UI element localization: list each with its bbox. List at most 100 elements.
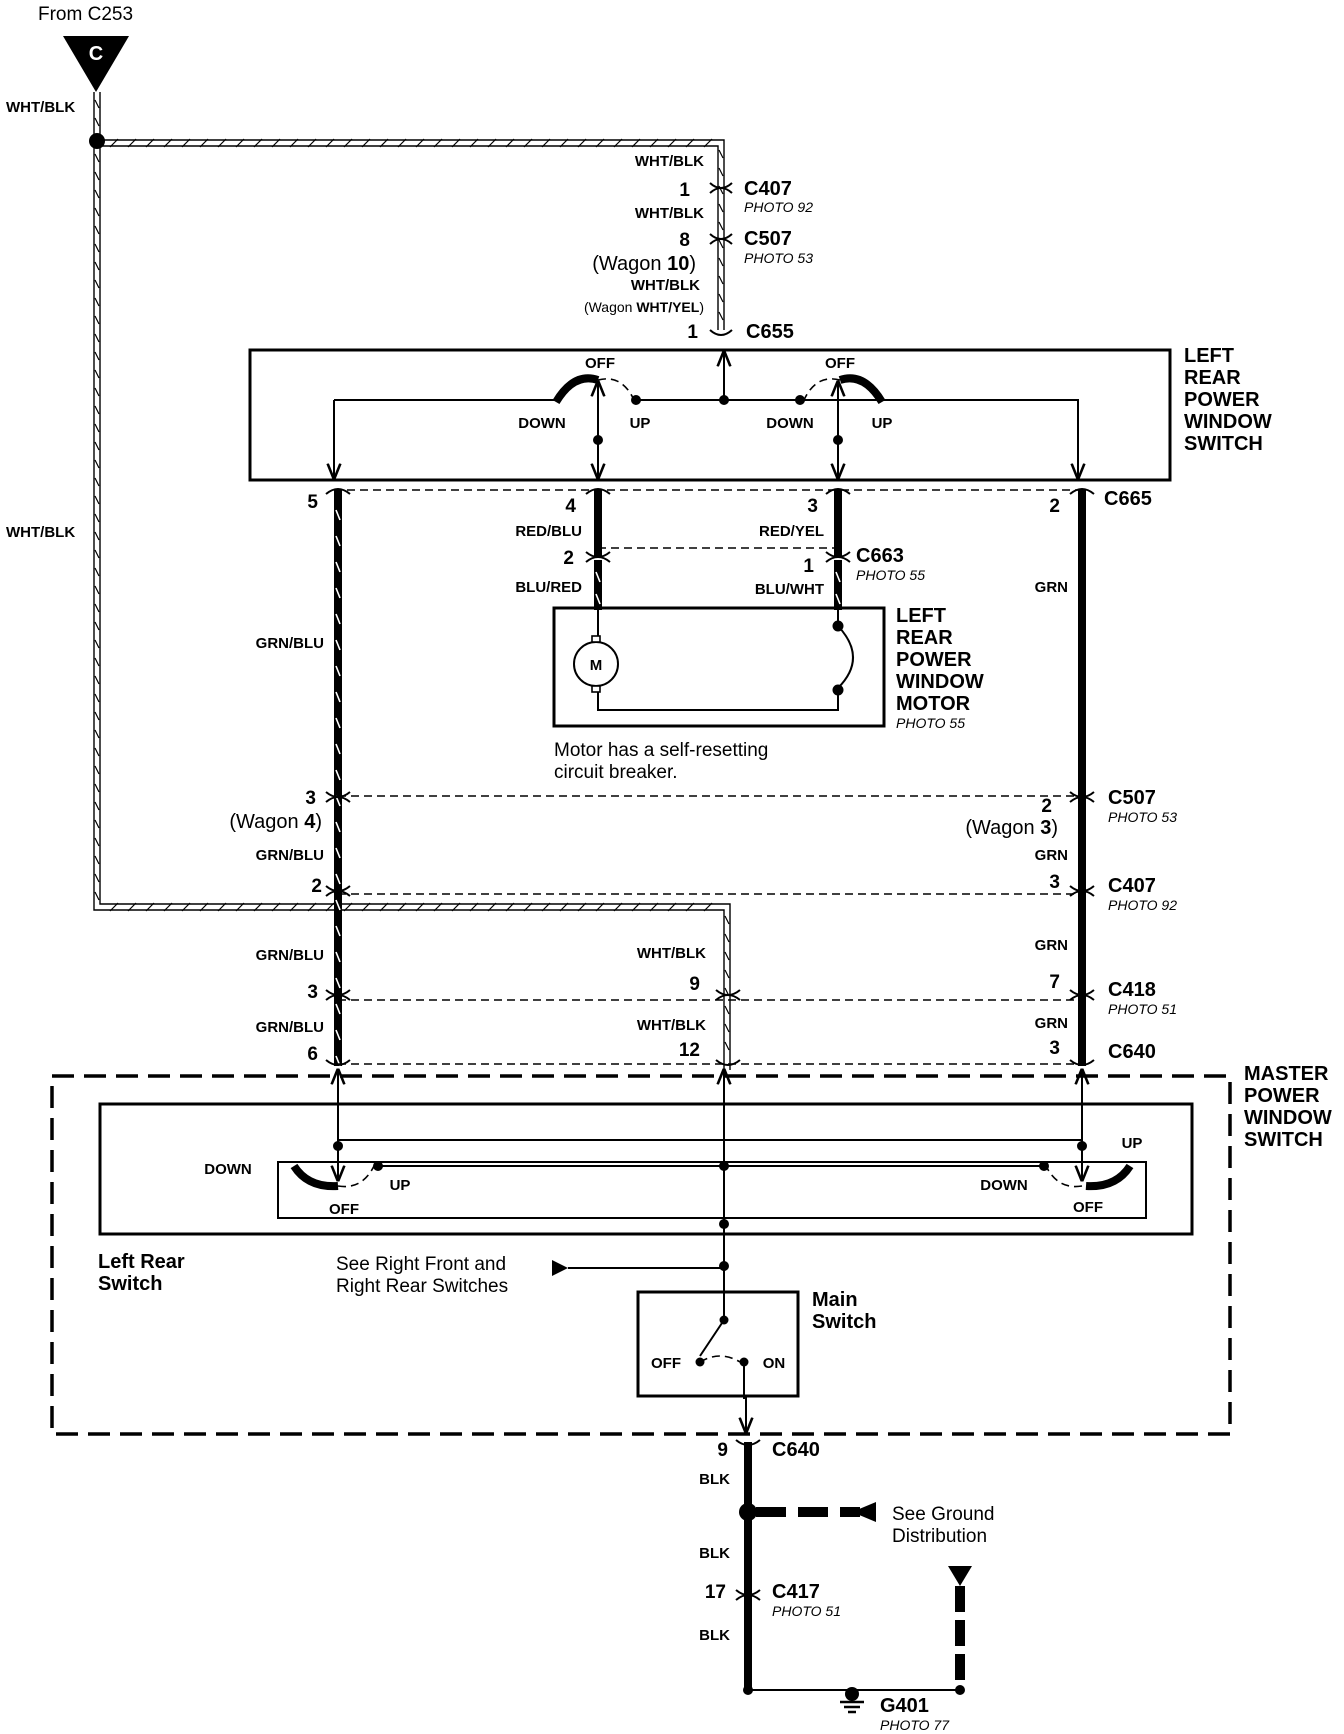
wire-blu-marks: [595, 571, 841, 605]
c417-name: C417: [772, 1581, 820, 1603]
left-rear-switch-box: [248, 348, 1172, 482]
c640-pin-3: 3: [1049, 1038, 1060, 1059]
c665-name: C665: [1104, 488, 1152, 510]
see-ground-1: See Ground: [892, 1504, 994, 1525]
motor-note-2: circuit breaker.: [554, 762, 678, 783]
master-off-right: OFF: [1073, 1199, 1103, 1216]
wire-label-blk-3: BLK: [699, 1627, 730, 1644]
c507-wagon-top: (Wagon 10): [592, 253, 696, 275]
c418-pin-7: 7: [1049, 972, 1060, 993]
wire-label-grn-blu-1: GRN/BLU: [256, 635, 324, 652]
c663-name: C663: [856, 545, 904, 567]
main-switch-pivot: [719, 1315, 729, 1325]
lr-switch-up-right: UP: [872, 415, 893, 432]
see-right-switches-arrow-icon: [552, 1260, 568, 1276]
svg-text:SWITCH: SWITCH: [1184, 433, 1263, 455]
svg-text:POWER: POWER: [896, 649, 972, 671]
c507-wagon-right: (Wagon 3): [965, 817, 1058, 839]
wire-label-wht-blk-top3: WHT/BLK: [631, 277, 700, 294]
connector-marks-vertical: [325, 488, 1095, 1066]
source-label: From C253: [38, 4, 133, 25]
svg-text:MOTOR: MOTOR: [896, 693, 971, 715]
c640-name-bottom: C640: [772, 1439, 820, 1461]
c418-photo: PHOTO 51: [1108, 1001, 1177, 1017]
wire-label-grn-2: GRN: [1035, 847, 1068, 864]
master-switch-contacts: [290, 1141, 1134, 1271]
wire-wht-blk-source: [93, 92, 731, 1070]
left-rear-switch-title: LEFT REAR POWER WINDOW SWITCH: [1184, 345, 1272, 455]
main-switch-off-contact: [695, 1357, 705, 1367]
c417-pin: 17: [705, 1582, 726, 1603]
master-up-right: UP: [1122, 1135, 1143, 1152]
wire-label-blu-red: BLU/RED: [515, 579, 582, 596]
lr-switch-up-left: UP: [630, 415, 651, 432]
wire-label-wht-blk-source: WHT/BLK: [6, 99, 75, 116]
lr-switch-down-right: DOWN: [766, 415, 814, 432]
left-rear-switch-internal: [334, 352, 1078, 478]
c507-photo-top: PHOTO 53: [744, 250, 813, 266]
g401-photo: PHOTO 77: [880, 1717, 950, 1733]
motor-symbol: M: [590, 657, 603, 674]
wire-label-blk-1: BLK: [699, 1471, 730, 1488]
ground-distribution-arrow-icon: [852, 1502, 876, 1522]
c663-pin-2: 2: [563, 548, 574, 569]
wire-label-grn-4: GRN: [1035, 1015, 1068, 1032]
c407-name-top: C407: [744, 178, 792, 200]
c507-pin-right: 2: [1041, 796, 1052, 817]
wire-label-grn-blu-2: GRN/BLU: [256, 847, 324, 864]
c663-photo: PHOTO 55: [856, 567, 925, 583]
c665-pin-3: 3: [807, 496, 818, 517]
ground-g401-node: [845, 1687, 859, 1701]
main-switch-internal: [699, 1290, 746, 1432]
main-switch-box: [636, 1290, 800, 1398]
master-switch-title: MASTER POWER WINDOW SWITCH: [1244, 1063, 1332, 1151]
connector-mark-c507-top: [709, 233, 733, 245]
svg-text:LEFT: LEFT: [1184, 345, 1234, 367]
source-letter: C: [89, 43, 103, 65]
wire-label-red-blu: RED/BLU: [515, 523, 582, 540]
wire-label-wht-blk-left: WHT/BLK: [6, 524, 75, 541]
c663-pin-1: 1: [803, 556, 814, 577]
c418-name: C418: [1108, 979, 1156, 1001]
c640-pin-6: 6: [307, 1044, 318, 1065]
wire-label-grn-blu-4: GRN/BLU: [256, 1019, 324, 1036]
c407-name-lower: C407: [1108, 875, 1156, 897]
wire-grn-blu-marks: [335, 509, 341, 1067]
c507-photo-lower: PHOTO 53: [1108, 809, 1177, 825]
c640-name-top: C640: [1108, 1041, 1156, 1063]
ground-bus-node-left: [743, 1685, 753, 1695]
motor-note-1: Motor has a self-resetting: [554, 740, 768, 761]
c665-pin-2: 2: [1049, 496, 1060, 517]
main-switch-on-contact: [739, 1357, 749, 1367]
c407-photo-lower: PHOTO 92: [1108, 897, 1177, 913]
svg-text:POWER: POWER: [1184, 389, 1260, 411]
c418-pin-9: 9: [689, 974, 700, 995]
c407-photo-top: PHOTO 92: [744, 199, 813, 215]
wire-label-grn-blu-3: GRN/BLU: [256, 947, 324, 964]
main-switch-on: ON: [763, 1355, 786, 1372]
ground-branch-triangle: [948, 1566, 972, 1586]
wire-label-blk-2: BLK: [699, 1545, 730, 1562]
c418-pin-3: 3: [307, 982, 318, 1003]
wire-label-wht-blk-top1: WHT/BLK: [635, 153, 704, 170]
c417-photo: PHOTO 51: [772, 1603, 841, 1619]
left-rear-switch-label-1: Left Rear: [98, 1251, 185, 1273]
main-switch-title-2: Switch: [812, 1311, 876, 1333]
lr-switch-down-left: DOWN: [518, 415, 566, 432]
c640-pin-12: 12: [679, 1040, 700, 1061]
wire-label-wht-blk-lower1: WHT/BLK: [637, 945, 706, 962]
c507-pin-top: 8: [679, 230, 690, 251]
main-switch-title-1: Main: [812, 1289, 858, 1311]
see-right-switches-1: See Right Front and: [336, 1254, 506, 1275]
c507-name-lower: C507: [1108, 787, 1156, 809]
svg-text:WINDOW: WINDOW: [1244, 1107, 1332, 1129]
c407-pin-grn: 3: [1049, 872, 1060, 893]
wire-label-wht-blk-lower2: WHT/BLK: [637, 1017, 706, 1034]
master-off-left: OFF: [329, 1201, 359, 1218]
c655-pin: 1: [687, 322, 698, 343]
left-rear-switch-contacts: [552, 374, 886, 445]
wire-hatch-ticks: [94, 99, 730, 1051]
c665-pin-4: 4: [565, 496, 576, 517]
svg-text:SWITCH: SWITCH: [1244, 1129, 1323, 1151]
